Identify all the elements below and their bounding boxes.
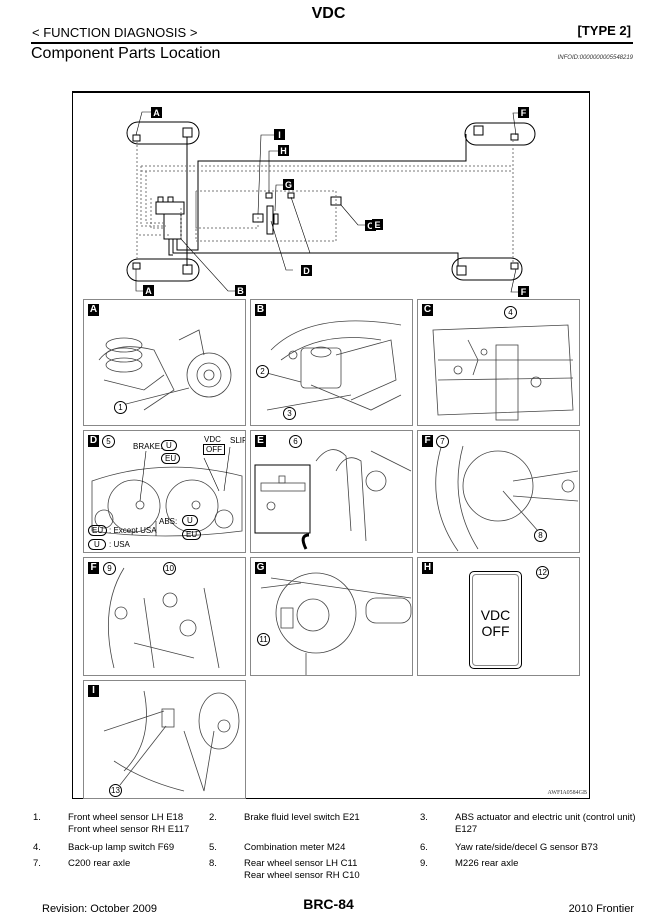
svg-text:B: B: [237, 286, 244, 296]
panel-h-vdc-off-switch: H VDC OFF 12: [417, 557, 580, 676]
panel-g-steering-angle: G 11: [250, 557, 413, 676]
panel-e-yaw-rate-sensor: E 6: [250, 430, 413, 553]
panel-label: F: [422, 435, 433, 447]
panel-a-front-wheel-sensor: A 1: [83, 299, 246, 426]
brake-u-badge: U: [161, 440, 177, 451]
vehicle-model: 2010 Frontier: [568, 903, 634, 915]
abs-u-badge: U: [182, 515, 198, 526]
svg-text:H: H: [280, 146, 287, 156]
svg-text:C: C: [367, 221, 374, 231]
front-wheel-top: [126, 121, 200, 145]
page-title: VDC: [311, 5, 346, 22]
svg-text:F: F: [521, 287, 527, 297]
callout-11: 11: [257, 633, 270, 646]
callout-2: 2: [256, 365, 269, 378]
overview-tag-f-top: F: [518, 107, 529, 118]
panel-f-rear-axle-c200: F 7 8: [417, 430, 580, 553]
brake-eu-badge: EU: [161, 453, 181, 464]
svg-text:I: I: [278, 130, 281, 140]
section-label: < FUNCTION DIAGNOSIS >: [32, 25, 198, 40]
steering-column-drawing: [260, 572, 412, 675]
callout-13: 13: [109, 784, 122, 797]
overview-tag-d: D: [301, 265, 312, 276]
rear-axle-m226-drawing: [107, 567, 220, 669]
front-suspension-drawing: [98, 329, 232, 411]
overview-tag-e: E: [372, 219, 383, 230]
abs-eu-badge: EU: [182, 529, 202, 540]
panel-label: D: [88, 435, 99, 447]
panel-f-rear-axle-m226: F 9 10: [83, 557, 246, 676]
slip-annotation: SLIP: [230, 436, 246, 445]
svg-text:D: D: [303, 266, 310, 276]
panel-label: E: [255, 435, 266, 447]
legend-eu-badge: EU: [88, 525, 108, 536]
panel-b-brake-fluid-abs: B 2 3: [250, 299, 413, 426]
header-divider: [31, 42, 633, 44]
panel-i-backup-lamp: I 13: [83, 680, 246, 799]
abs-annotation: ABS:: [159, 517, 178, 526]
panel-label: C: [422, 304, 433, 316]
component-location-figure: A A B C D E F F G H I A 1: [72, 91, 590, 799]
panel-label: F: [88, 562, 99, 574]
callout-7: 7: [436, 435, 449, 448]
rear-wheel-top: [464, 122, 536, 146]
figure-code: AWFIA0584GB: [547, 790, 587, 796]
vdc-off-badge: OFF: [203, 444, 225, 455]
rear-wheel-bottom: [451, 257, 523, 281]
panel-d-combination-meter: D 5 BRAKE: U EU VDC OFF SLIP ABS: U EU E…: [83, 430, 246, 553]
vdc-annotation: VDC: [204, 435, 221, 444]
transmission-drawing: [432, 324, 574, 421]
overview-tag-g: G: [283, 179, 294, 190]
type-label: [TYPE 2]: [577, 23, 631, 38]
callout-10: 10: [163, 562, 176, 575]
callout-3: 3: [283, 407, 296, 420]
info-id: INFOID:0000000005548219: [557, 55, 633, 61]
pedal-bracket-drawing: [103, 690, 240, 792]
vdc-off-switch: VDC OFF: [469, 571, 522, 669]
front-wheel-bottom: [126, 258, 200, 282]
legend-u-text: : USA: [109, 540, 130, 549]
rear-axle-drawing: [435, 440, 579, 552]
switch-text-vdc: VDC: [480, 607, 511, 623]
panel-label: I: [88, 685, 99, 697]
page-number: BRC-84: [303, 896, 354, 912]
panel-label: G: [255, 562, 266, 574]
svg-text:A: A: [145, 286, 152, 296]
brake-annotation: BRAKE:: [133, 442, 163, 451]
overview-tag-i: I: [274, 129, 285, 140]
overview-tag-c: C: [365, 220, 376, 231]
combination-meter-drawing: [91, 446, 243, 537]
overview-tag-b: B: [235, 285, 246, 296]
panel-c-transmission: C 4: [417, 299, 580, 426]
callout-9: 9: [103, 562, 116, 575]
svg-text:G: G: [285, 180, 292, 190]
seat-sensor-drawing: [254, 449, 412, 550]
svg-text:E: E: [374, 220, 380, 230]
panel-label: A: [88, 304, 99, 316]
svg-text:F: F: [521, 108, 527, 118]
vehicle-overview-diagram: A A B C D E F F G H I: [126, 107, 536, 297]
callout-4: 4: [504, 306, 517, 319]
revision-date: Revision: October 2009: [42, 903, 157, 915]
panel-label: H: [422, 562, 433, 574]
callout-1: 1: [114, 401, 127, 414]
panel-label: B: [255, 304, 266, 316]
overview-tag-a-top: A: [151, 107, 162, 118]
overview-tag-h: H: [278, 145, 289, 156]
brake-master-cylinder-drawing: [262, 320, 402, 411]
legend-u-badge: U: [88, 539, 106, 550]
callout-5: 5: [102, 435, 115, 448]
overview-tag-f-bottom: F: [518, 286, 529, 297]
svg-text:A: A: [153, 108, 160, 118]
callout-12: 12: [536, 566, 549, 579]
switch-text-off: OFF: [481, 623, 510, 639]
section-heading: Component Parts Location: [31, 45, 221, 62]
overview-tag-a-bottom: A: [143, 285, 154, 296]
legend-eu-text: : Except USA: [109, 526, 157, 535]
callout-8: 8: [534, 529, 547, 542]
callout-6: 6: [289, 435, 302, 448]
